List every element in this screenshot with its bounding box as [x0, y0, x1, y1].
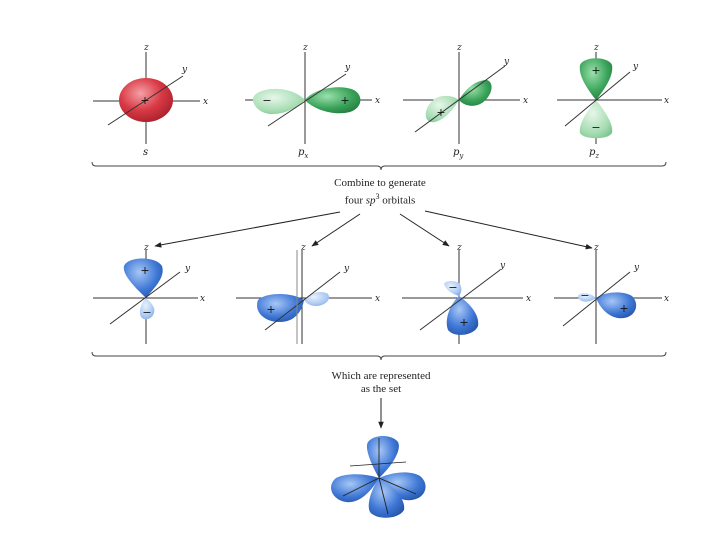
- orbital-label-px: px: [298, 147, 308, 160]
- y-axis-label: y: [181, 65, 188, 75]
- combine-caption-line1: Combine to generate: [334, 177, 426, 189]
- x-axis-label: x: [200, 294, 205, 304]
- combine-caption: Combine to generate four sp3 orbitals: [300, 177, 460, 208]
- bond-line: [378, 477, 389, 515]
- sp3-orbital-2-panel: + z y x: [236, 243, 380, 344]
- minus-sign: −: [591, 121, 600, 134]
- orbital-label-s: s: [143, 147, 148, 158]
- plus-sign: +: [140, 94, 149, 107]
- represented-caption-line1: Which are represented: [331, 370, 431, 382]
- sp3-set-illustration: [331, 436, 426, 518]
- py-positive-back-lobe: [459, 80, 492, 106]
- z-axis-label: z: [143, 243, 149, 253]
- z-axis-label: z: [300, 243, 306, 253]
- z-axis-label: z: [143, 43, 149, 53]
- top-bracket: [91, 161, 667, 171]
- pz-orbital-panel: + − z y x pz: [557, 43, 669, 160]
- z-axis-label: z: [456, 43, 462, 53]
- combine-arrows: [154, 210, 593, 250]
- bond-line: [349, 461, 407, 467]
- x-axis-label: x: [523, 96, 528, 106]
- caption-sup: 3: [375, 192, 380, 201]
- x-axis-label: x: [203, 97, 208, 107]
- plus-sign: +: [619, 302, 628, 315]
- minus-sign: −: [262, 94, 271, 107]
- bottom-bracket: [91, 351, 667, 361]
- y-axis: [264, 271, 341, 331]
- x-axis-label: x: [664, 96, 669, 106]
- z-axis-label: z: [302, 43, 308, 53]
- sp3-orbital-3-panel: − + z y x: [402, 243, 531, 344]
- sp3-large-lobe: [596, 292, 637, 319]
- sp3-set-front-lobe: [368, 478, 405, 518]
- z-axis-label: z: [456, 243, 462, 253]
- pz-positive-lobe: [579, 58, 613, 100]
- sp3-large-lobe: [123, 258, 163, 298]
- plus-sign: +: [436, 106, 445, 119]
- y-axis: [107, 75, 184, 126]
- sp3-small-lobe: [444, 281, 462, 296]
- y-axis: [109, 271, 181, 325]
- sp3-large-lobe: [446, 296, 479, 335]
- orbital-label-py: py: [453, 147, 464, 160]
- bond-line: [378, 477, 417, 495]
- y-axis-label: y: [344, 63, 351, 73]
- z-axis-label: z: [593, 43, 599, 53]
- y-axis-label: y: [499, 261, 506, 271]
- y-axis: [267, 73, 347, 127]
- combine-caption-line2: four sp3 orbitals: [300, 190, 460, 208]
- y-axis-label: y: [632, 62, 639, 72]
- y-axis: [564, 71, 631, 127]
- sp3-small-lobe: [304, 292, 330, 306]
- sp3-set-left-lobe: [331, 474, 379, 503]
- y-axis-label: y: [633, 263, 640, 273]
- minus-sign: −: [142, 306, 151, 319]
- x-axis-label: x: [526, 294, 531, 304]
- px-negative-lobe: [252, 88, 305, 114]
- arrow-to-sp3-2: [311, 213, 361, 247]
- orbital-label-pz: pz: [589, 147, 599, 160]
- arrow-to-sp3-3: [399, 213, 450, 247]
- x-axis-label: x: [375, 294, 380, 304]
- y-axis-label: y: [503, 57, 510, 67]
- caption-sp: sp: [365, 194, 376, 207]
- px-positive-lobe: [305, 87, 361, 114]
- caption-text: four: [344, 194, 366, 207]
- plus-sign: +: [591, 64, 600, 77]
- z-axis-label: z: [593, 243, 599, 253]
- y-axis-label: y: [343, 264, 350, 274]
- caption-text: orbitals: [379, 194, 416, 207]
- represented-caption: Which are represented as the set: [296, 370, 466, 396]
- plus-sign: +: [340, 94, 349, 107]
- plus-sign: +: [266, 303, 275, 316]
- s-orbital-panel: + z y x s: [93, 43, 208, 158]
- y-axis-label: y: [184, 264, 191, 274]
- represented-caption-line2: as the set: [360, 383, 402, 395]
- plus-sign: +: [459, 316, 468, 329]
- arrow-to-sp3-4: [424, 210, 593, 250]
- sp3-small-lobe: [139, 298, 155, 320]
- plus-sign: +: [140, 264, 149, 277]
- y-axis: [414, 65, 506, 133]
- bond-line: [342, 477, 380, 497]
- py-orbital-panel: + z y x py: [403, 43, 528, 160]
- sp3-orbital-4-panel: − + z y x: [554, 243, 669, 344]
- sp3-set-top-lobe: [366, 436, 399, 478]
- minus-sign: −: [580, 289, 589, 302]
- x-axis-label: x: [375, 96, 380, 106]
- minus-sign: −: [448, 281, 457, 294]
- sp3-orbital-1-panel: + − z y x: [93, 243, 205, 344]
- arrow-to-sp3-1: [154, 211, 341, 248]
- pz-negative-lobe: [579, 100, 613, 139]
- px-orbital-panel: − + z y x px: [245, 43, 380, 160]
- sp3-large-lobe: [256, 294, 304, 322]
- py-front-lobe: [425, 95, 459, 123]
- x-axis-label: x: [664, 294, 669, 304]
- sp3-small-lobe: [578, 293, 596, 302]
- y-axis: [562, 271, 631, 327]
- y-axis: [419, 269, 501, 331]
